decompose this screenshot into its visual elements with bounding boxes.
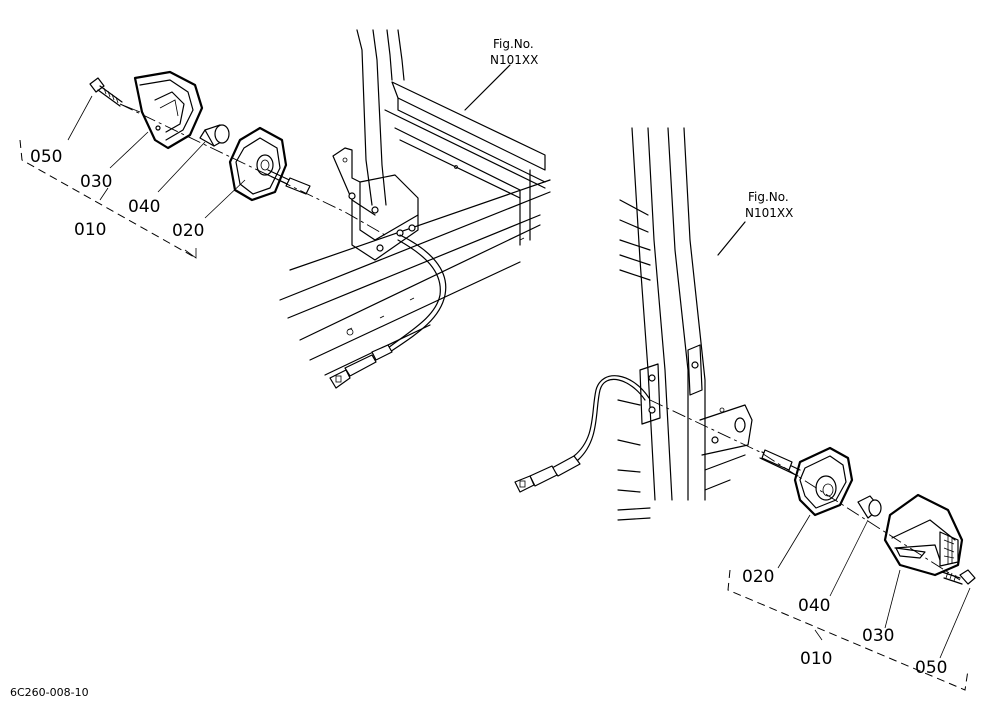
right-view: 020 040 030 010 050 Fig.No. N101XX: [514, 127, 976, 691]
right-screw-050: [941, 569, 976, 585]
right-housing-020: [759, 446, 854, 517]
left-callout-020: 020: [172, 221, 204, 241]
left-axis: [119, 103, 386, 236]
left-callout-050: 050: [30, 147, 62, 167]
left-housing-020: [228, 126, 311, 202]
right-callout-030: 030: [862, 626, 894, 646]
right-fig-leader: [717, 221, 746, 256]
drawing-code: 6C260-008-10: [10, 686, 89, 699]
right-harness: [514, 375, 650, 493]
right-fig-ref-line1: Fig.No.: [748, 190, 789, 204]
left-fig-ref-line1: Fig.No.: [493, 37, 534, 51]
right-group-line: [727, 569, 969, 691]
right-axis: [649, 399, 961, 581]
left-callout-030: 030: [80, 172, 112, 192]
left-group-line: [19, 139, 197, 259]
left-callout-040: 040: [128, 197, 160, 217]
right-fig-ref-line2: N101XX: [745, 206, 793, 220]
left-fig-leader: [464, 64, 511, 111]
left-callout-010: 010: [74, 220, 106, 240]
left-bulb-040: [199, 124, 230, 147]
right-frame: [617, 127, 753, 521]
right-callout-050: 050: [915, 658, 947, 678]
right-bulb-040: [857, 495, 882, 519]
right-callout-040: 040: [798, 596, 830, 616]
left-fig-ref-line2: N101XX: [490, 53, 538, 67]
right-lens-030: [883, 493, 964, 577]
left-frame: [279, 29, 551, 376]
right-callout-010: 010: [800, 649, 832, 669]
left-screw-050: [89, 77, 123, 107]
right-callout-020: 020: [742, 567, 774, 587]
left-view: 050 030 040 010 020 Fig.No. N101XX: [19, 29, 551, 389]
left-harness: [329, 234, 447, 389]
